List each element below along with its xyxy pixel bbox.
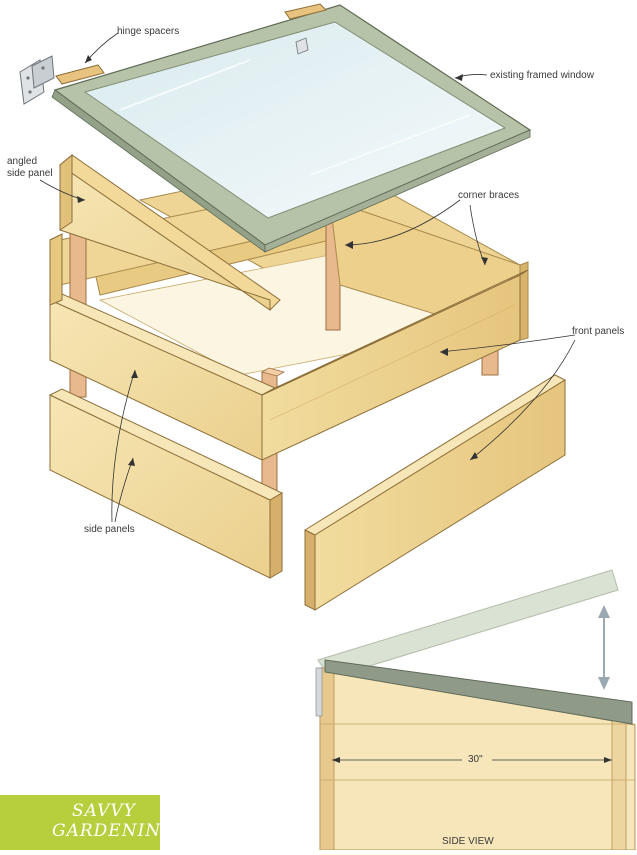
leader-corner-brace-1: [344, 199, 461, 246]
label-corner-braces: corner braces: [458, 190, 520, 201]
side-view-closed-lid: [324, 659, 633, 725]
side-view-right-post: [611, 717, 627, 851]
left-lower-side-panel: [48, 388, 284, 579]
logo-line1: SAVVY: [72, 801, 136, 821]
label-dimension: 30": [468, 754, 483, 765]
label-hinge-spacers: hinge spacers: [117, 26, 180, 37]
arrowheads: [77, 55, 488, 466]
label-side-view: SIDE VIEW: [442, 836, 494, 847]
leader-side-panel-1: [111, 369, 136, 523]
loose-front-panel: [303, 374, 567, 611]
front-left-upper-panel: [48, 233, 277, 461]
angled-side-panel: [59, 153, 281, 311]
framed-window: [51, 4, 532, 253]
leader-front-panel-2: [469, 339, 576, 461]
side-view-hinge-icon: [315, 667, 323, 717]
label-angled-side-panel-line1: angled: [7, 156, 38, 167]
logo-line2: GARDENING: [52, 821, 176, 841]
front-right-upper-panel: [261, 269, 529, 461]
side-view: [315, 569, 636, 851]
leader-front-panel-1: [439, 334, 576, 353]
hinge-spacer-left: [55, 64, 105, 85]
savvy-gardening-logo: SAVVY GARDENING: [0, 795, 175, 850]
hinge-spacer-right: [284, 3, 327, 20]
label-side-panels: side panels: [84, 524, 135, 535]
hinge-small-icon: [295, 37, 309, 55]
hinge-icon: [19, 55, 55, 105]
label-front-panels: front panels: [572, 326, 625, 337]
label-angled-side-panel-line2: side panel: [7, 168, 53, 179]
side-view-raised-lid: [317, 569, 619, 679]
label-existing-framed-window: existing framed window: [490, 70, 594, 81]
